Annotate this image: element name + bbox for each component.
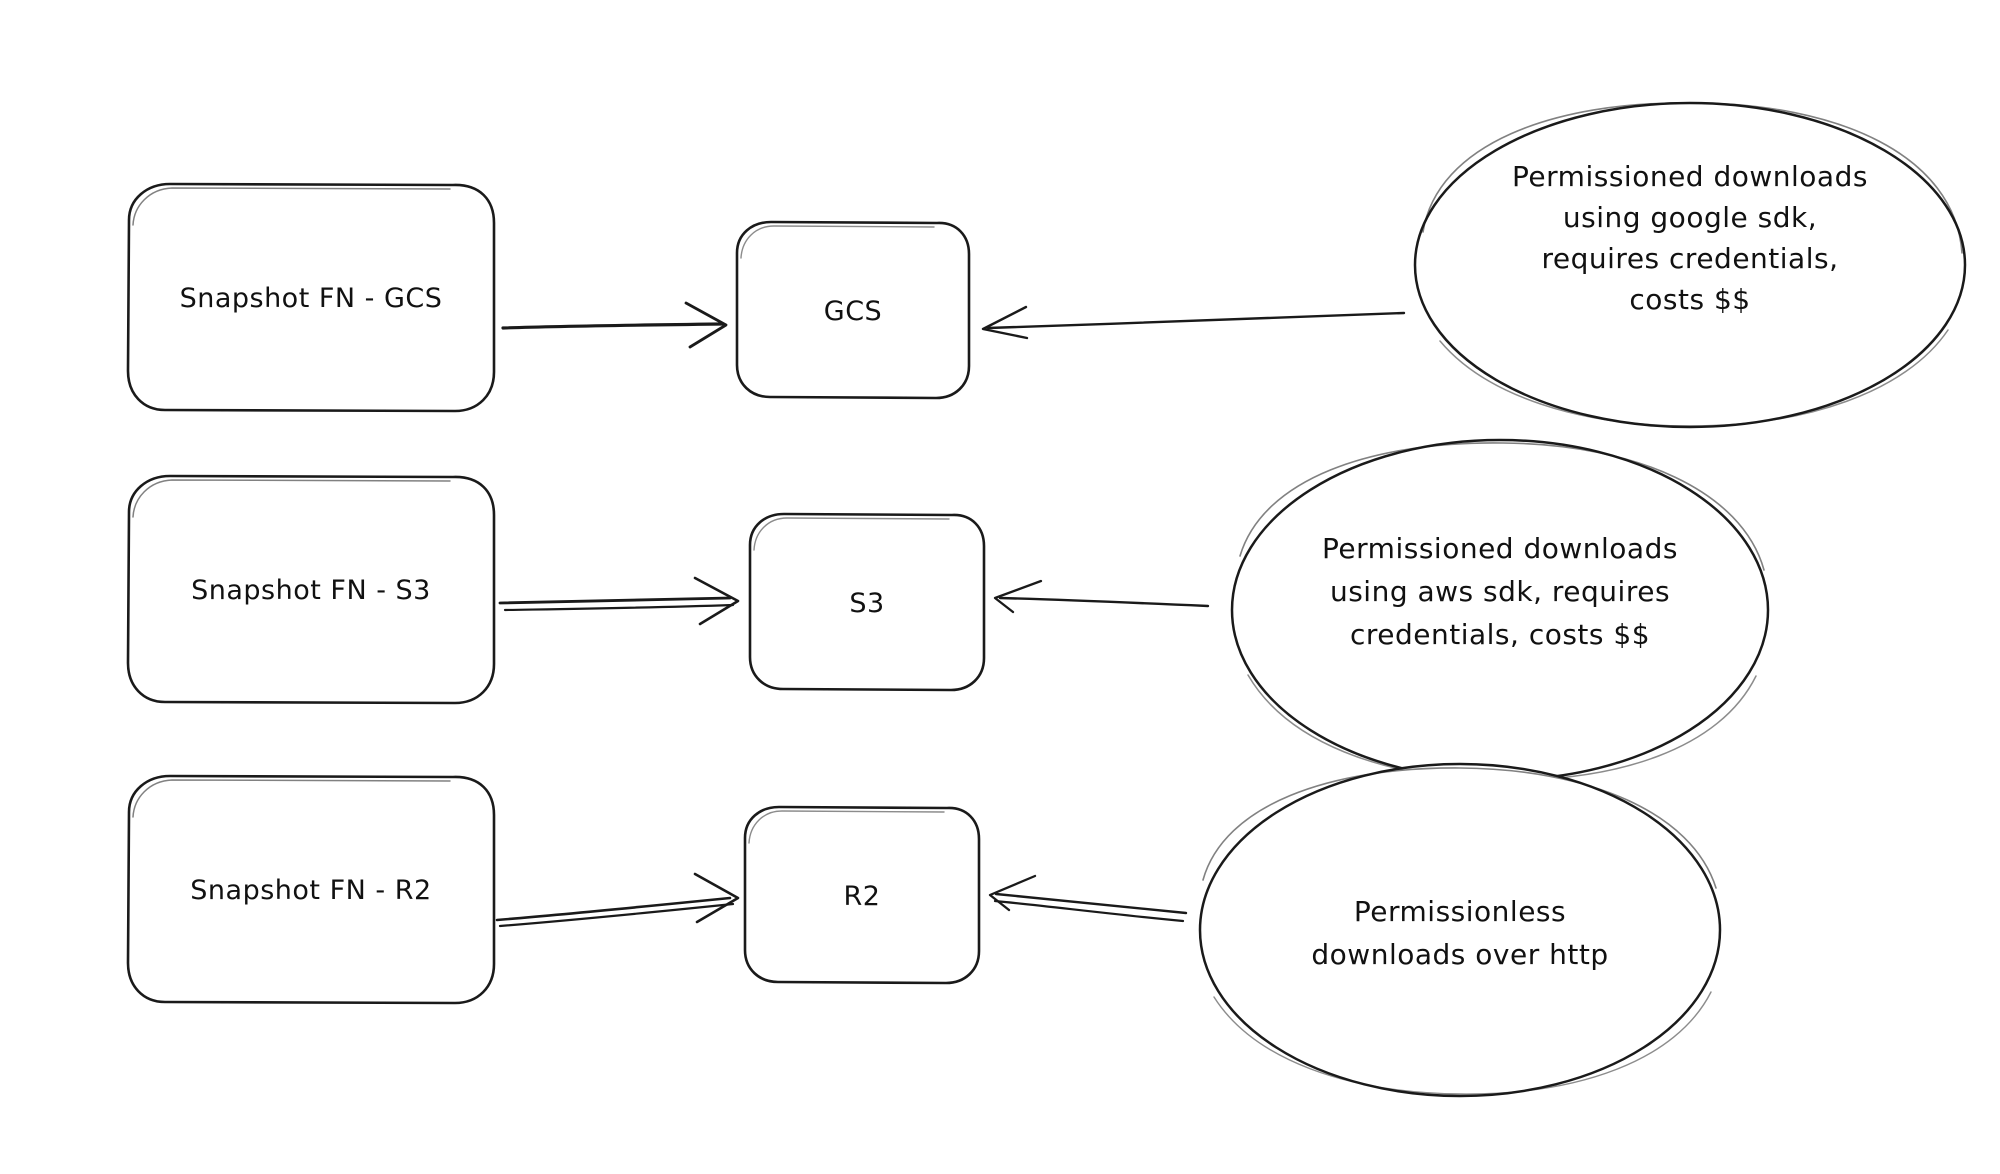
node-s3[interactable]: S3 <box>748 512 986 692</box>
note-line: requires credentials, <box>1542 242 1839 275</box>
node-gcs[interactable]: GCS <box>735 220 971 400</box>
arrow-snapshot-gcs-to-gcs <box>501 301 728 349</box>
node-snapshot-fn-s3[interactable]: Snapshot FN - S3 <box>126 474 496 705</box>
node-snapshot-fn-gcs[interactable]: Snapshot FN - GCS <box>126 182 496 413</box>
node-label-r2: R2 <box>844 881 881 912</box>
arrow-note-http-to-r2 <box>988 874 1188 923</box>
node-label-snapshot-fn-r2: Snapshot FN - R2 <box>190 875 431 906</box>
note-line: Permissioned downloads <box>1322 532 1678 565</box>
note-line: using google sdk, <box>1563 201 1817 234</box>
note-line: credentials, costs $$ <box>1350 618 1650 651</box>
note-line: Permissioned downloads <box>1512 160 1868 193</box>
note-line: Permissionless <box>1354 895 1566 928</box>
note-line: costs $$ <box>1629 283 1750 316</box>
arrow-note-google-to-gcs <box>981 305 1406 340</box>
arrow-note-aws-to-s3 <box>993 579 1210 614</box>
node-snapshot-fn-r2[interactable]: Snapshot FN - R2 <box>126 774 496 1005</box>
node-label-snapshot-fn-gcs: Snapshot FN - GCS <box>180 283 443 314</box>
node-label-gcs: GCS <box>824 296 882 327</box>
node-label-s3: S3 <box>849 588 884 619</box>
note-line: using aws sdk, requires <box>1330 575 1670 608</box>
note-permissionless-http[interactable]: Permissionless downloads over http <box>1198 762 1722 1098</box>
arrow-snapshot-s3-to-s3 <box>498 576 740 626</box>
note-aws-sdk[interactable]: Permissioned downloads using aws sdk, re… <box>1230 438 1770 782</box>
arrow-snapshot-r2-to-r2 <box>495 872 740 928</box>
note-line: downloads over http <box>1311 938 1608 971</box>
note-google-sdk[interactable]: Permissioned downloads using google sdk,… <box>1413 101 1967 429</box>
node-r2[interactable]: R2 <box>743 805 981 985</box>
node-label-snapshot-fn-s3: Snapshot FN - S3 <box>191 575 431 606</box>
